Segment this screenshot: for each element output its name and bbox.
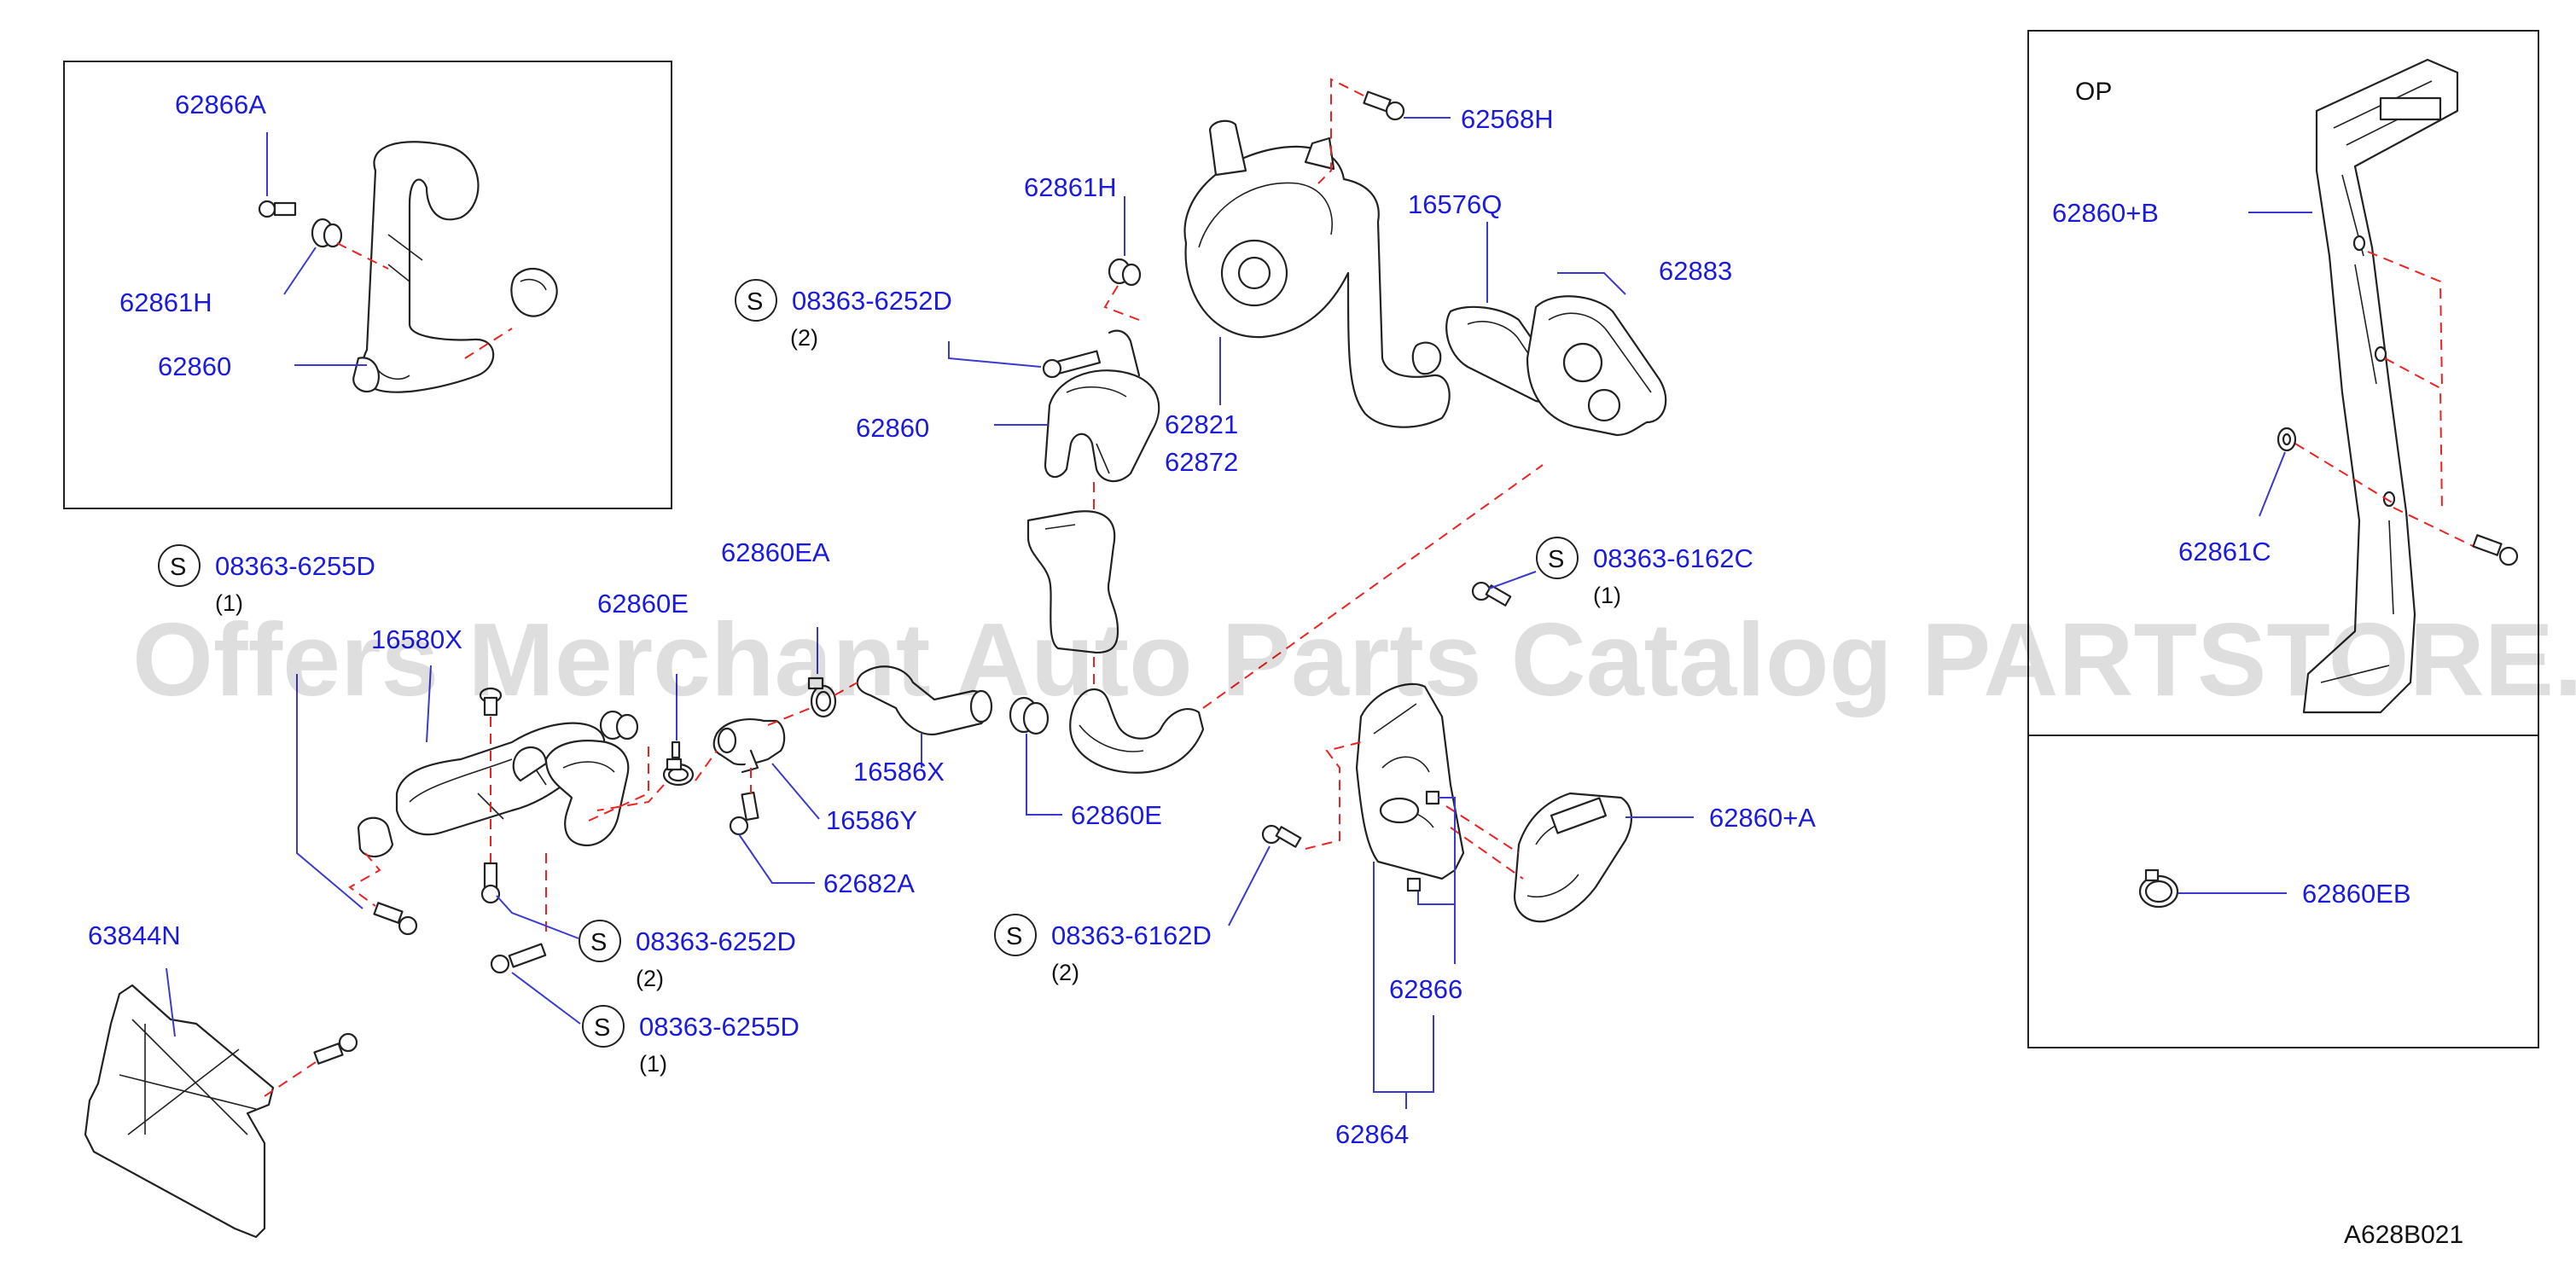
svg-text:(1): (1) [1593,583,1621,608]
clamp-62860EA [807,677,837,718]
svg-text:08363-6252D: 08363-6252D [792,286,952,316]
bolt-63844N [313,1032,358,1065]
bolt-s3 [1471,581,1512,607]
duct-62860A [1513,792,1632,923]
screw-s4: S 08363-6252D (2) [579,920,796,991]
svg-text:S: S [590,929,607,956]
label-16580X: 16580X [371,624,462,654]
svg-text:(2): (2) [636,966,664,991]
label-62682A: 62682A [823,868,915,898]
label-62860EB: 62860EB [2302,879,2411,909]
label-63844N: 63844N [88,920,181,950]
inset-label-62860: 62860 [158,351,231,381]
watermark: Offers Merchant Auto Parts Catalog PARTS… [132,601,2576,717]
label-62864: 62864 [1335,1119,1409,1149]
duct-62883 [1526,295,1667,437]
label-62860: 62860 [856,413,929,443]
inset-clip [510,267,558,317]
label-62568H: 62568H [1461,104,1554,134]
bolt-s6 [1261,824,1302,848]
grommet-62861H [1108,258,1142,287]
clamp-62860E-mid [1009,696,1050,735]
bolt-left-housing [373,902,418,936]
svg-text:(2): (2) [790,325,818,351]
label-62883: 62883 [1659,256,1732,286]
svg-text:(1): (1) [215,590,243,616]
svg-text:08363-6255D: 08363-6255D [215,551,375,581]
svg-text:08363-6162D: 08363-6162D [1051,920,1212,950]
svg-text:(2): (2) [1051,960,1079,985]
bolt-option-box [2472,534,2519,566]
label-62860A: 62860+A [1709,803,1816,833]
label-62860E-left: 62860E [597,589,689,618]
label-16586X: 16586X [853,757,945,787]
plate-63844N [84,984,275,1239]
inset-label-62861H: 62861H [119,287,212,317]
bracket-62860B [2302,58,2459,714]
bolt-s5 [490,943,547,974]
screw-s1: S 08363-6252D (2) [735,279,952,351]
label-62866: 62866 [1389,974,1462,1004]
elbow-16580X [544,740,630,847]
inset-label-62866A: 62866A [175,90,266,119]
inset-duct-part [352,141,495,393]
label-62821: 62821 [1165,409,1238,439]
clip-small-top [1411,341,1442,375]
label-62860B: 62860+B [2052,198,2159,228]
screw-s6: S 08363-6162D (2) [994,914,1212,985]
option-box [2027,30,2539,1048]
label-62861H: 62861H [1024,172,1117,202]
bolt-below-housing [480,862,501,904]
grommet-left-main [599,710,639,740]
duct-mid [1026,510,1119,654]
inset-grommet [311,218,343,248]
svg-text:(1): (1) [639,1051,667,1077]
svg-text:08363-6162C: 08363-6162C [1593,543,1753,573]
option-box-label: OP [2075,78,2112,106]
svg-text:08363-6255D: 08363-6255D [639,1012,800,1042]
elbow-62860 [1044,329,1160,483]
bolt-62568H [1363,90,1405,121]
bolt-top-housing [479,687,503,717]
pipe-62821 [1183,119,1451,428]
screw-s1-bolt [1042,350,1102,379]
label-62861C: 62861C [2178,537,2271,566]
label-16586Y: 16586Y [826,805,917,835]
clamp-62860E-left [662,740,695,787]
inset-bolt [258,200,297,218]
svg-text:S: S [170,554,186,581]
hose-16586X [856,665,993,736]
svg-text:S: S [1006,923,1022,950]
screw-s5: S 08363-6255D (1) [582,1005,800,1077]
svg-text:S: S [747,288,763,316]
hose-62860E [1069,688,1205,774]
washer-62861C [2277,427,2297,452]
label-16576Q: 16576Q [1408,189,1502,219]
diagram-code: A628B021 [2344,1221,2463,1249]
clamp-62860EB [2138,868,2179,909]
svg-text:08363-6252D: 08363-6252D [636,926,796,956]
bolt-62682A [729,791,759,836]
svg-text:S: S [594,1014,610,1042]
svg-text:S: S [1548,546,1564,573]
label-62860E-mid: 62860E [1071,800,1162,830]
label-62860EA: 62860EA [721,537,830,567]
screw-s2: S 08363-6255D (1) [158,544,375,616]
screw-s3: S 08363-6162C (1) [1536,537,1753,608]
label-62872: 62872 [1165,447,1238,477]
inset-box [63,61,672,509]
